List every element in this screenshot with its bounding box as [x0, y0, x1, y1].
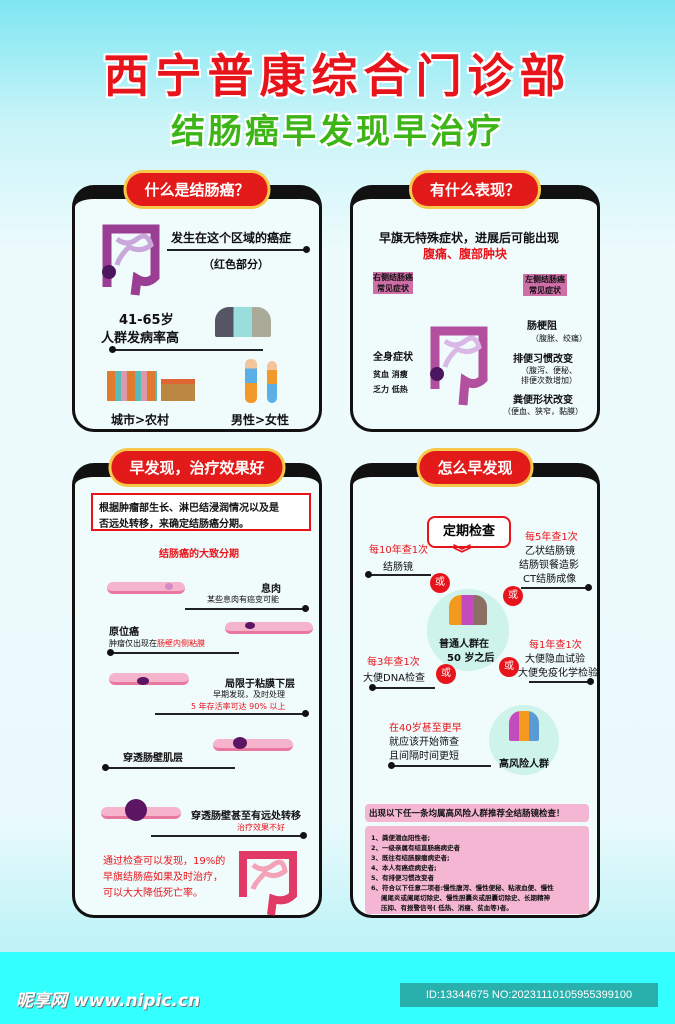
stage-desc: 某些息肉有癌变可能 [207, 595, 279, 604]
panel-heading: 怎么早发现 [419, 451, 531, 484]
warning-item: 4、本人有癌症病史者; [371, 864, 437, 872]
conclusion-line: 可以大大降低死亡率。 [103, 888, 203, 899]
conclusion-line: 早旗结肠癌如果及时治疗， [103, 872, 223, 883]
panel-symptoms: 有什么表现？ 早旗无特殊症状，进展后可能出现 腹痛、腹部肿块 右侧结肠癌常见症状… [350, 173, 600, 432]
stage-name: 原位癌 [109, 627, 139, 638]
stool-note: （便血、狭窄，黏膜） [503, 407, 583, 416]
stool-change: 粪便形状改变 [513, 395, 573, 406]
staging-note-box: 根据肿瘤部生长、淋巴结浸润情况以及是 否远处转移，来确定结肠癌分期。 [91, 493, 311, 531]
obstruction-note: （腹胀、绞痛） [531, 334, 587, 343]
stage-name: 穿透肠壁肌层 [123, 753, 183, 764]
panel-how-to-detect: 怎么早发现 定期检查 ︾ 普通人群在 50 岁之后 每10年查1次 结肠镜 或 … [350, 451, 600, 918]
symptoms-intro-red: 腹痛、腹部肿块 [423, 247, 508, 261]
page-title: 西宁普康综合门诊部 [103, 49, 572, 103]
symptoms-intro: 早旗无特殊症状，进展后可能出现 [379, 231, 560, 245]
habit-note: （腹泻、便秘、 [521, 366, 577, 375]
chevron-down-icon: ︾ [453, 544, 471, 565]
general-symptoms: 全身症状 [373, 352, 413, 363]
option-frequency: 每1年查1次 [529, 640, 582, 651]
age-note: 人群发病率高 [101, 331, 180, 346]
stage-desc-red: 治疗效果不好 [237, 823, 285, 832]
panel-what-is: 什么是结肠癌？ 发生在这个区域的癌症 （红色部分） 41-65岁 人群发病率高 … [72, 173, 322, 432]
staging-note-line: 根据肿瘤部生长、淋巴结浸润情况以及是 [99, 503, 279, 514]
stage-name: 穿透肠壁甚至有远处转移 [191, 811, 301, 822]
option-item: 大便免疫化学检验 [518, 668, 598, 679]
group-people-icon [449, 595, 487, 625]
city-vs-rural: 城市>农村 [111, 413, 170, 427]
family-icon [509, 711, 539, 741]
image-id-badge: ID:13344675 NO:20231110105955399100 [400, 983, 658, 1007]
warning-title-bar: 出现以下任一条均属高风险人群推荐全结肠镜检查！ [365, 804, 589, 822]
village-house-icon [161, 379, 195, 401]
region-note: （红色部分） [203, 258, 269, 271]
or-badge: 或 [436, 664, 456, 684]
left-colon-label: 左侧结肠癌常见症状 [523, 274, 567, 296]
stage-name: 息肉 [261, 584, 281, 595]
option-item: 乙状结肠镜 [525, 546, 575, 557]
staging-note-line: 否远处转移，来确定结肠癌分期。 [99, 519, 249, 530]
stage-desc-red: 5 年存活率可达 90% 以上 [191, 702, 286, 711]
intestine-illustration [239, 851, 297, 916]
stages-title: 结肠癌的大致分期 [159, 549, 239, 560]
male-vs-female: 男性>女性 [231, 413, 290, 427]
woman-icon [267, 361, 277, 403]
high-risk-item: 就应该开始筛查 [389, 737, 459, 748]
option-item: 结肠镜 [383, 562, 413, 573]
warning-list: 1、粪便潜血阳性者; 2、一级亲属有结直肠癌病史者 3、既往有结肠腺瘤病史者; … [365, 826, 589, 914]
high-risk-label: 高风险人群 [499, 759, 549, 770]
option-frequency: 每10年查1次 [369, 545, 429, 556]
colon-illustration [430, 326, 488, 406]
or-badge: 或 [503, 586, 523, 606]
population-text: 普通人群在 [439, 639, 489, 650]
city-buildings-icon [107, 371, 157, 401]
regular-check-box: 定期检查 [427, 516, 511, 548]
option-item: 结肠钡餐造影 [519, 560, 579, 571]
option-frequency: 每5年查1次 [525, 532, 578, 543]
stage-name: 局限于粘膜下层 [225, 679, 295, 690]
stage-desc: 肿瘤仅出现在肠壁内侧粘膜 [109, 639, 205, 648]
watermark-logo: 昵享网 www.nipic.cn [16, 991, 201, 1011]
option-item: 大便隐血试验 [525, 654, 585, 665]
warning-item: 5、有排便习惯改变者 [371, 874, 435, 882]
people-icon [215, 307, 271, 337]
habit-change: 排便习惯改变 [513, 354, 573, 365]
warning-item: 1、粪便潜血阳性者; [371, 834, 431, 842]
option-item: CT结肠成像 [523, 574, 577, 585]
obstruction: 肠梗阻 [527, 321, 557, 332]
warning-item: 6、符合以下任意二项者:慢性腹泻、慢性便秘、粘液血便、慢性 [371, 884, 554, 892]
population-text: 50 岁之后 [447, 653, 495, 664]
panel-heading: 早发现，治疗效果好 [111, 451, 283, 484]
or-badge: 或 [430, 573, 450, 593]
stage-desc: 早期发现，及时处理 [213, 690, 285, 699]
warning-title: 出现以下任一条均属高风险人群推荐全结肠镜检查！ [369, 809, 565, 819]
page-subtitle: 结肠癌早发现早治疗 [171, 112, 504, 152]
high-risk-item: 且间隔时间更短 [389, 751, 459, 762]
general-symptom-item: 乏力 低热 [373, 385, 408, 394]
man-icon [245, 359, 257, 403]
high-risk-red: 在40岁甚至更早 [389, 723, 462, 734]
panel-heading: 什么是结肠癌？ [126, 173, 268, 206]
warning-item: 阑尾炎或阑尾切除史、慢性胆囊炎或胆囊切除史、长期精神 [381, 894, 550, 902]
conclusion-line: 通过检查可以发现，19%的 [103, 856, 226, 867]
age-range: 41-65岁 [119, 313, 174, 328]
panel-heading: 有什么表现？ [411, 173, 539, 206]
option-frequency: 每3年查1次 [367, 657, 420, 668]
habit-note: 排便次数增加） [521, 376, 577, 385]
warning-item: 压抑、有报警信号( 低热、消瘦、贫血等)者。 [381, 904, 513, 912]
general-symptom-item: 贫血 消瘦 [373, 370, 408, 379]
region-text: 发生在这个区域的癌症 [171, 231, 292, 245]
warning-item: 3、既往有结肠腺瘤病史者; [371, 854, 450, 862]
or-badge: 或 [499, 657, 519, 677]
option-item: 大便DNA检查 [363, 673, 426, 684]
warning-item: 2、一级亲属有结直肠癌病史者 [371, 844, 461, 852]
right-colon-label: 右侧结肠癌常见症状 [373, 272, 413, 294]
footer: 昵享网 www.nipic.cn ID:13344675 NO:20231110… [0, 952, 675, 1024]
panel-early-detection: 早发现，治疗效果好 根据肿瘤部生长、淋巴结浸润情况以及是 否远处转移，来确定结肠… [72, 451, 322, 918]
colon-illustration [102, 224, 160, 296]
